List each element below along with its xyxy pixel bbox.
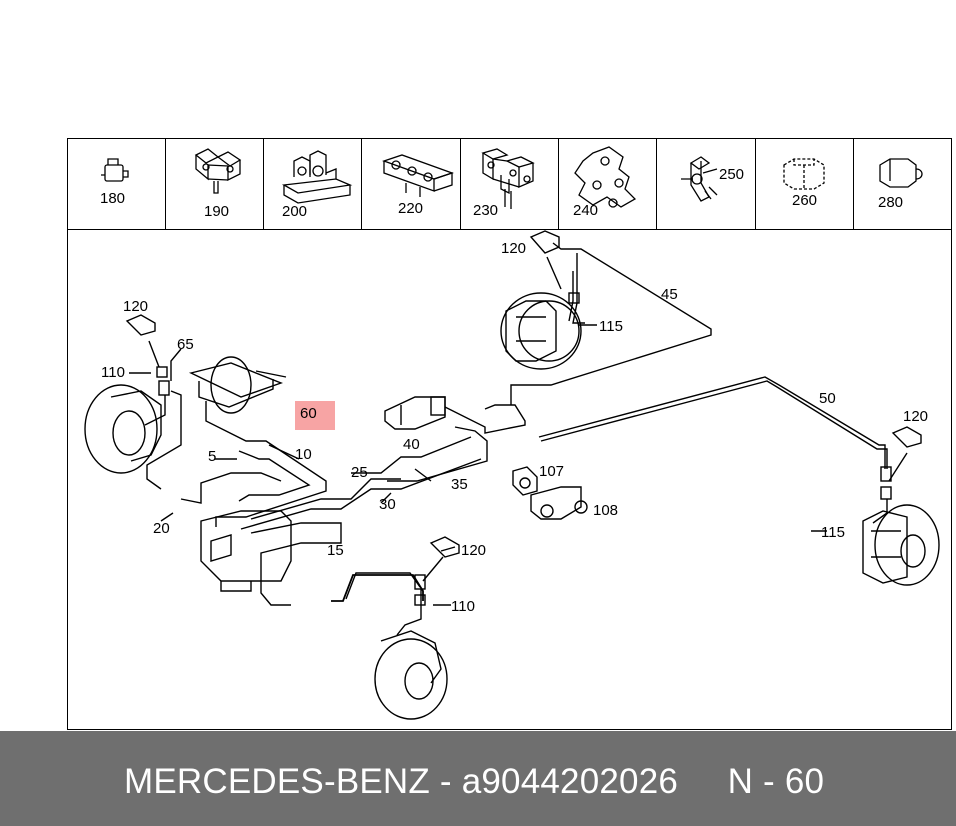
callout-10: 10 xyxy=(295,446,312,463)
abs-hydraulic-unit xyxy=(200,510,292,592)
highlight-label-60: 60 xyxy=(300,405,317,422)
part-number: 220 xyxy=(398,200,424,217)
bracket-120-right xyxy=(891,426,922,448)
triple-clip-icon xyxy=(382,154,454,197)
part-cell-230[interactable]: 230 xyxy=(461,139,559,229)
brake-line-diagram: 120 45 115 120 65 110 10 5 25 40 35 30 1… xyxy=(84,230,940,720)
multi-clip-icon xyxy=(481,148,535,209)
part-cell-220[interactable]: 220 xyxy=(362,139,461,229)
part-number: 190 xyxy=(204,203,230,220)
part-number: 180 xyxy=(100,190,126,207)
part-number: 260 xyxy=(792,192,818,209)
footer-brand: MERCEDES-BENZ xyxy=(124,762,430,801)
brake-line-10 xyxy=(205,401,327,527)
brake-line-45 xyxy=(510,242,712,405)
brake-master-cylinder xyxy=(188,356,287,414)
footer-text: MERCEDES-BENZ - a9044202026 N - 60 xyxy=(124,762,824,802)
callout-120-top: 120 xyxy=(501,240,526,257)
callout-115-right: 115 xyxy=(821,524,845,541)
callout-120-right: 120 xyxy=(903,408,928,425)
bracket-120-left xyxy=(125,314,156,336)
brake-line-20 xyxy=(146,390,182,490)
footer-position: N - 60 xyxy=(727,762,825,801)
bracket-holder-icon xyxy=(281,150,353,204)
cross-holder-icon xyxy=(574,146,637,208)
pipe-clamp-icon xyxy=(681,156,718,202)
part-cell-190[interactable]: 190 xyxy=(166,139,264,229)
front-left-brake-assembly xyxy=(84,384,162,474)
bracket-120-top xyxy=(529,230,560,254)
footer-separator: - xyxy=(439,762,452,801)
callout-45: 45 xyxy=(661,286,678,303)
brake-line-60 xyxy=(331,574,424,602)
part-number: 200 xyxy=(282,203,308,220)
bracket-120-bottom xyxy=(429,536,460,558)
spring-clip-icon xyxy=(783,158,825,190)
rear-right-brake-assembly xyxy=(862,504,940,586)
rear-left-brake-assembly xyxy=(374,630,448,720)
callout-35: 35 xyxy=(451,476,468,493)
callout-120-bottom: 120 xyxy=(461,542,486,559)
callout-40: 40 xyxy=(403,436,420,453)
callout-20: 20 xyxy=(153,520,170,537)
footer-part-number: a9044202026 xyxy=(461,762,679,801)
callout-15: 15 xyxy=(327,542,344,559)
sensor-107 xyxy=(512,466,538,496)
callout-108: 108 xyxy=(593,502,618,519)
part-cell-250[interactable]: 250 xyxy=(657,139,756,229)
highlight-box[interactable] xyxy=(295,401,335,430)
part-number: 230 xyxy=(473,202,499,219)
callout-115-top: 115 xyxy=(599,318,623,335)
part-number: 240 xyxy=(573,202,599,219)
callout-30: 30 xyxy=(379,496,396,513)
part-cell-200[interactable]: 200 xyxy=(264,139,362,229)
callout-25: 25 xyxy=(351,464,368,481)
part-cell-280[interactable]: 280 xyxy=(854,139,951,229)
callout-110-bottom: 110 xyxy=(451,598,475,615)
clip-icon xyxy=(101,158,129,182)
footer-bar xyxy=(0,731,956,826)
double-clip-icon xyxy=(194,148,242,194)
part-number: 250 xyxy=(719,166,745,183)
part-number: 280 xyxy=(878,194,904,211)
callout-110-left: 110 xyxy=(101,364,125,381)
parts-strip: 180 190 xyxy=(68,139,951,230)
front-right-brake-assembly xyxy=(500,292,582,370)
part-cell-260[interactable]: 260 xyxy=(756,139,854,229)
callout-107: 107 xyxy=(539,463,564,480)
sensor-108 xyxy=(530,486,588,520)
callout-65: 65 xyxy=(177,336,194,353)
part-cell-240[interactable]: 240 xyxy=(559,139,657,229)
part-cell-180[interactable]: 180 xyxy=(68,139,166,229)
cap-clip-icon xyxy=(879,158,923,188)
callout-120-left: 120 xyxy=(123,298,148,315)
callout-50: 50 xyxy=(819,390,836,407)
callout-5: 5 xyxy=(208,448,216,465)
brake-proportioning-valve xyxy=(384,396,446,430)
brake-line-50 xyxy=(540,380,888,469)
diagram-frame: 180 190 xyxy=(67,138,952,730)
